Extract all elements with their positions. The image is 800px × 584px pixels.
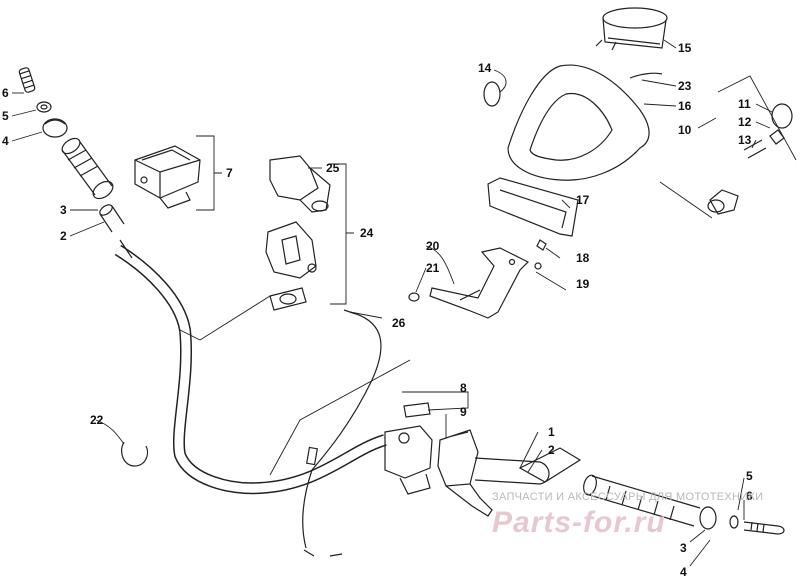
- gauge-15: [595, 7, 668, 51]
- screw-19: [534, 262, 542, 270]
- bracket-10: [659, 75, 797, 219]
- brake-lever-assembly: [437, 429, 493, 517]
- right-grip: [583, 474, 701, 527]
- callout-6-right: 6: [746, 489, 753, 503]
- right-grip-tube: [474, 447, 582, 485]
- seal-23: [629, 72, 663, 79]
- callout-11: 11: [738, 97, 751, 111]
- callout-21: 21: [426, 261, 440, 275]
- callout-10: 10: [678, 123, 692, 137]
- grommet-21: [408, 292, 420, 302]
- callout-14: 14: [478, 61, 492, 75]
- callout-2-left: 2: [60, 229, 67, 243]
- nacelle-16: [507, 64, 650, 181]
- throttle-cable: [302, 309, 382, 557]
- callout-4-right: 4: [680, 565, 687, 579]
- right-bar-end: [699, 506, 739, 530]
- left-bar-end: [42, 118, 68, 138]
- decal-8: [403, 402, 431, 418]
- callout-12: 12: [738, 115, 752, 129]
- callout-15: 15: [678, 41, 692, 55]
- watermark-caption: ЗАПЧАСТИ И АКСЕССУАРЫ ДЛЯ МОТОТЕХНИКИ: [492, 491, 763, 503]
- seal-14: [483, 81, 501, 107]
- left-grip: [61, 137, 114, 200]
- screw-18: [536, 239, 547, 251]
- left-bolt: [18, 67, 36, 93]
- switch-housing-upper: [269, 155, 331, 213]
- switch-housing-lower: [265, 221, 317, 279]
- callout-22: 22: [90, 413, 104, 427]
- watermark-logo: Parts-for.ru: [492, 506, 666, 539]
- callout-13: 13: [738, 133, 752, 147]
- throttle-housing: [134, 145, 201, 209]
- callout-2-right: 2: [548, 443, 555, 457]
- bracket-20: [429, 247, 530, 319]
- switch-clamp: [269, 287, 307, 311]
- callout-5-right: 5: [746, 469, 753, 483]
- bezel-17: [487, 177, 579, 237]
- right-bolt: [743, 521, 785, 535]
- callout-24: 24: [360, 226, 374, 240]
- right-switch-housing: [384, 425, 433, 495]
- callout-7: 7: [226, 166, 233, 180]
- left-grip-sleeve: [99, 204, 125, 233]
- bracket-24: [330, 163, 354, 305]
- callout-23: 23: [678, 79, 692, 93]
- callout-4-left: 4: [2, 134, 9, 148]
- callout-5-left: 5: [2, 109, 9, 123]
- callout-16: 16: [678, 99, 692, 113]
- left-washer: [36, 101, 52, 113]
- callout-18: 18: [576, 251, 590, 265]
- watermark: ЗАПЧАСТИ И АКСЕССУАРЫ ДЛЯ МОТОТЕХНИКИ Pa…: [492, 491, 763, 539]
- callout-25: 25: [326, 161, 340, 175]
- callout-17: 17: [576, 193, 590, 207]
- callout-8: 8: [460, 381, 467, 395]
- callout-labels: 6 5 4 3 2 7 25 24 26 22 8 9 1 2 3 4 5 6 …: [2, 41, 753, 579]
- handlebar-tube: [114, 239, 387, 495]
- leader-lines: [11, 39, 773, 567]
- callout-3-right: 3: [680, 541, 687, 555]
- clamp-clip-22: [121, 441, 149, 467]
- bracket-7: [196, 135, 222, 211]
- callout-1-right: 1: [548, 425, 555, 439]
- callout-19: 19: [576, 277, 590, 291]
- callout-20: 20: [426, 239, 440, 253]
- callout-6-left: 6: [2, 86, 9, 100]
- callout-26: 26: [392, 316, 406, 330]
- callout-3-left: 3: [60, 203, 67, 217]
- callout-9: 9: [460, 405, 467, 419]
